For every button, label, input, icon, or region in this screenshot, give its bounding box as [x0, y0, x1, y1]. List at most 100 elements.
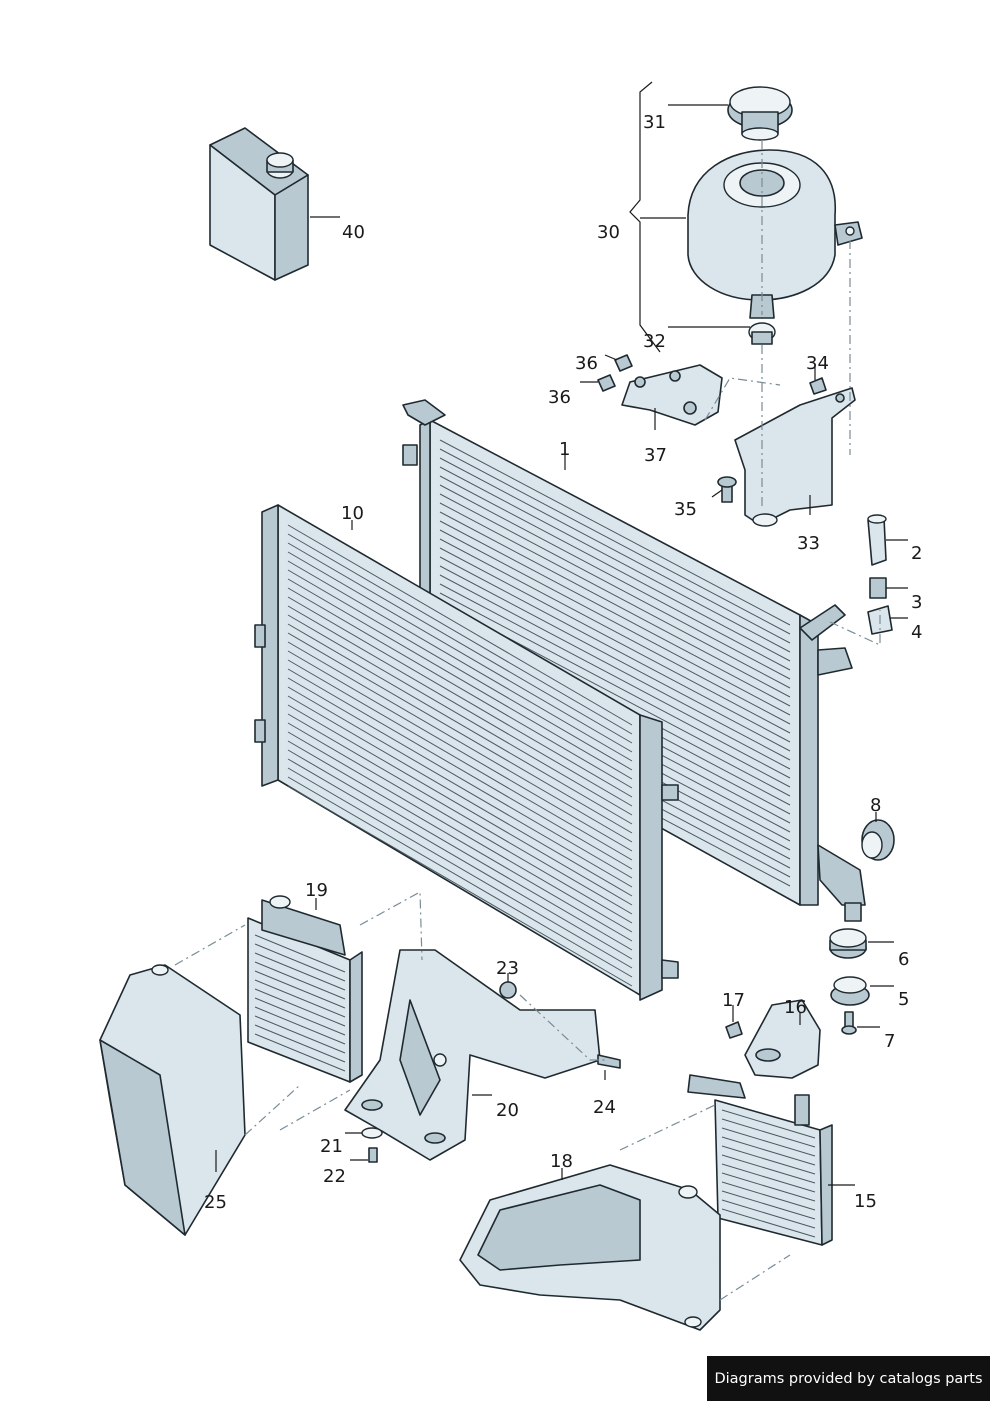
radiator-fin	[254, 1024, 346, 1063]
radiator-fin	[439, 448, 791, 635]
radiator-fin	[721, 1145, 816, 1175]
radiator-fin	[254, 961, 346, 1000]
radiator-fin	[721, 1154, 816, 1184]
radiator-fin	[287, 524, 633, 726]
radiator-fin	[721, 1181, 816, 1211]
radiator-fin	[439, 484, 791, 671]
radiator-fin	[254, 988, 346, 1027]
cooler-19-part	[247, 895, 363, 1083]
label-part-4: 4	[911, 622, 922, 643]
coolant-canister-part	[209, 127, 309, 281]
radiator-fin	[287, 614, 633, 816]
label-part-20: 20	[496, 1100, 519, 1121]
radiator-fin	[439, 502, 791, 689]
label-part-21: 21	[320, 1136, 343, 1157]
label-part-36a: 36	[575, 353, 598, 374]
radiator-fin	[287, 587, 633, 789]
radiator-fin	[287, 677, 633, 879]
label-part-36b: 36	[548, 387, 571, 408]
radiator-fin	[287, 749, 633, 951]
radiator-fin	[721, 1136, 816, 1166]
label-part-5: 5	[898, 989, 909, 1010]
assembly-lines	[174, 140, 881, 1301]
expansion-tank-assembly	[687, 86, 863, 345]
radiator-fin	[721, 1208, 816, 1238]
radiator-fin	[254, 1006, 346, 1045]
footer-credit-text: Diagrams provided by catalogs parts	[714, 1370, 983, 1387]
radiator-fin	[287, 560, 633, 762]
radiator-fin	[439, 538, 791, 725]
label-part-16: 16	[784, 997, 807, 1018]
bracket-33-part	[717, 377, 856, 527]
radiator-fin	[439, 565, 791, 752]
label-part-32: 32	[643, 331, 666, 352]
radiator-fin	[287, 542, 633, 744]
radiator-fin	[287, 713, 633, 915]
radiator-fin	[254, 1015, 346, 1054]
bracket-20-part	[344, 949, 621, 1163]
radiator-fin	[439, 592, 791, 779]
radiator-fin	[287, 533, 633, 735]
label-part-31: 31	[643, 112, 666, 133]
mount-parts-5-6-7-8	[829, 819, 895, 1035]
radiator-fin	[721, 1190, 816, 1220]
radiator-fin	[287, 551, 633, 753]
label-part-34: 34	[806, 353, 829, 374]
part-labels: 40 31 30 32 36 36 37 34 35 33 1 10 2 3 4…	[204, 112, 922, 1213]
radiator-fin	[287, 632, 633, 834]
leader-lines	[215, 81, 908, 1186]
radiator-fin	[439, 529, 791, 716]
radiator-fin	[439, 475, 791, 662]
radiator-fin	[254, 952, 346, 991]
air-duct-25-part	[99, 964, 246, 1236]
radiator-fin	[721, 1163, 816, 1193]
radiator-fin	[254, 970, 346, 1009]
radiator-fin	[439, 457, 791, 644]
label-part-25: 25	[204, 1192, 227, 1213]
bracket-37-part	[597, 354, 723, 426]
radiator-fin	[254, 979, 346, 1018]
label-part-1: 1	[559, 439, 570, 460]
label-part-8: 8	[870, 795, 881, 816]
label-part-19: 19	[305, 880, 328, 901]
radiator-fin	[287, 740, 633, 942]
radiator-fin	[254, 943, 346, 982]
label-part-10: 10	[341, 503, 364, 524]
radiator-fin	[721, 1118, 816, 1148]
bracket-16-part	[725, 999, 821, 1079]
radiator-fin	[287, 641, 633, 843]
footer-credit: Diagrams provided by catalogs parts	[707, 1356, 990, 1401]
label-part-24: 24	[593, 1097, 616, 1118]
radiator-fin	[287, 578, 633, 780]
radiator-front-part	[254, 504, 679, 1001]
radiator-fin	[439, 511, 791, 698]
radiator-fin	[721, 1127, 816, 1157]
radiator-fin	[721, 1109, 816, 1139]
label-part-35: 35	[674, 499, 697, 520]
radiator-fin	[439, 439, 791, 626]
label-part-40: 40	[342, 222, 365, 243]
radiator-fin	[439, 583, 791, 770]
label-part-22: 22	[323, 1166, 346, 1187]
radiator-fin	[721, 1199, 816, 1229]
radiator-fin	[254, 997, 346, 1036]
label-part-15: 15	[854, 1191, 877, 1212]
radiator-fin	[287, 695, 633, 897]
radiator-fin	[287, 668, 633, 870]
clip-parts-2-3-4	[867, 514, 893, 635]
radiator-fin	[287, 731, 633, 933]
radiator-fin	[287, 758, 633, 960]
radiator-fin	[254, 1033, 346, 1072]
radiator-fin	[439, 556, 791, 743]
radiator-fin	[287, 704, 633, 906]
label-part-2: 2	[911, 543, 922, 564]
label-part-6: 6	[898, 949, 909, 970]
label-part-18: 18	[550, 1151, 573, 1172]
radiator-fin	[287, 776, 633, 978]
cooler-15-part	[687, 1074, 833, 1246]
label-part-30: 30	[597, 222, 620, 243]
radiator-fin	[439, 466, 791, 653]
radiator-fin	[287, 623, 633, 825]
radiator-fin	[287, 596, 633, 798]
